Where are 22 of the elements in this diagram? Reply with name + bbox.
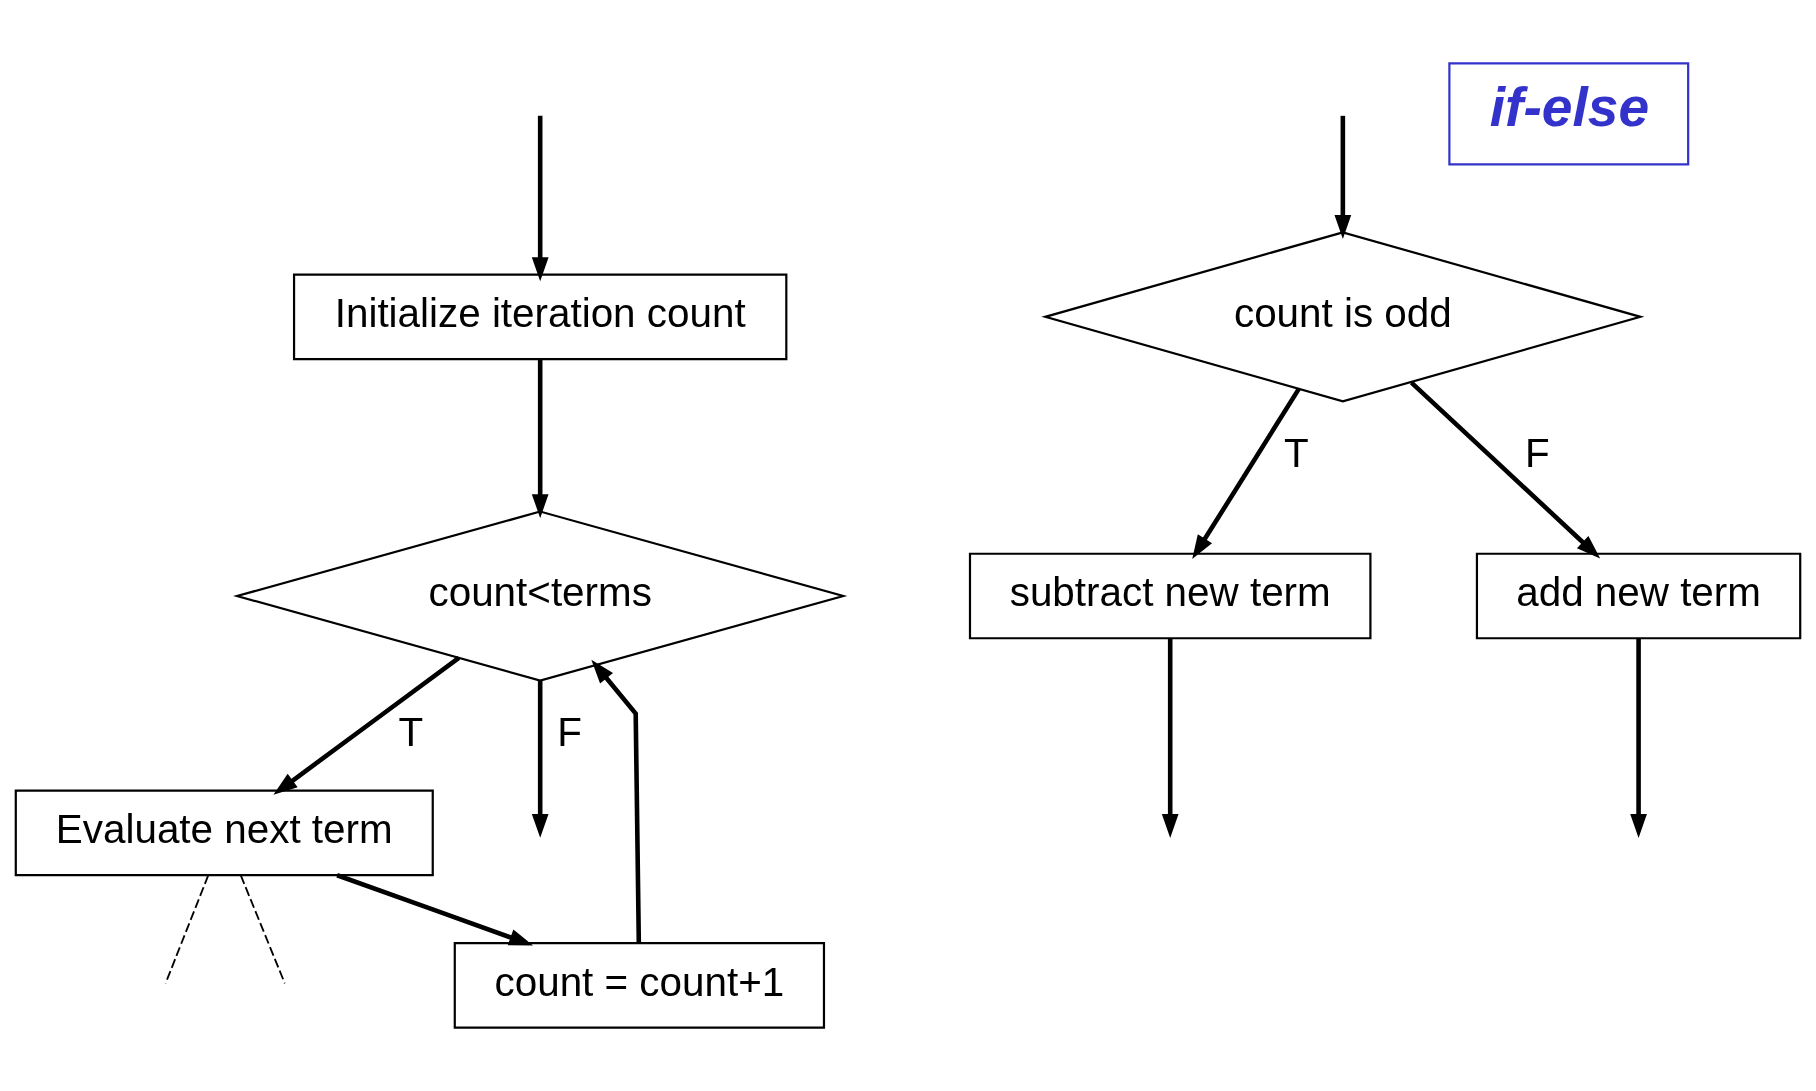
edge-label: T: [398, 708, 423, 755]
node-box: Initialize iteration count: [292, 273, 788, 361]
node-box: subtract new term: [968, 552, 1372, 640]
arrow: [531, 680, 549, 838]
arrow: [1630, 638, 1647, 838]
arrow: [1161, 638, 1179, 838]
node-box: count = count+1: [453, 942, 826, 1029]
edge-label: F: [557, 708, 582, 755]
node-box: add new term: [1475, 552, 1802, 640]
arrow: [1409, 380, 1601, 559]
arrow: [591, 659, 642, 944]
edge-label: F: [1525, 429, 1550, 476]
arrow: [531, 359, 549, 519]
arrow: [1192, 387, 1301, 560]
node-box: Evaluate next term: [14, 789, 434, 877]
node-box: if-else: [1448, 62, 1690, 166]
edge-label: T: [1283, 429, 1308, 476]
node-diamond: count is odd: [1041, 231, 1645, 403]
arrow: [531, 115, 549, 282]
arrow: [336, 873, 534, 946]
arrow: [273, 656, 461, 795]
arrow: [1334, 115, 1352, 239]
